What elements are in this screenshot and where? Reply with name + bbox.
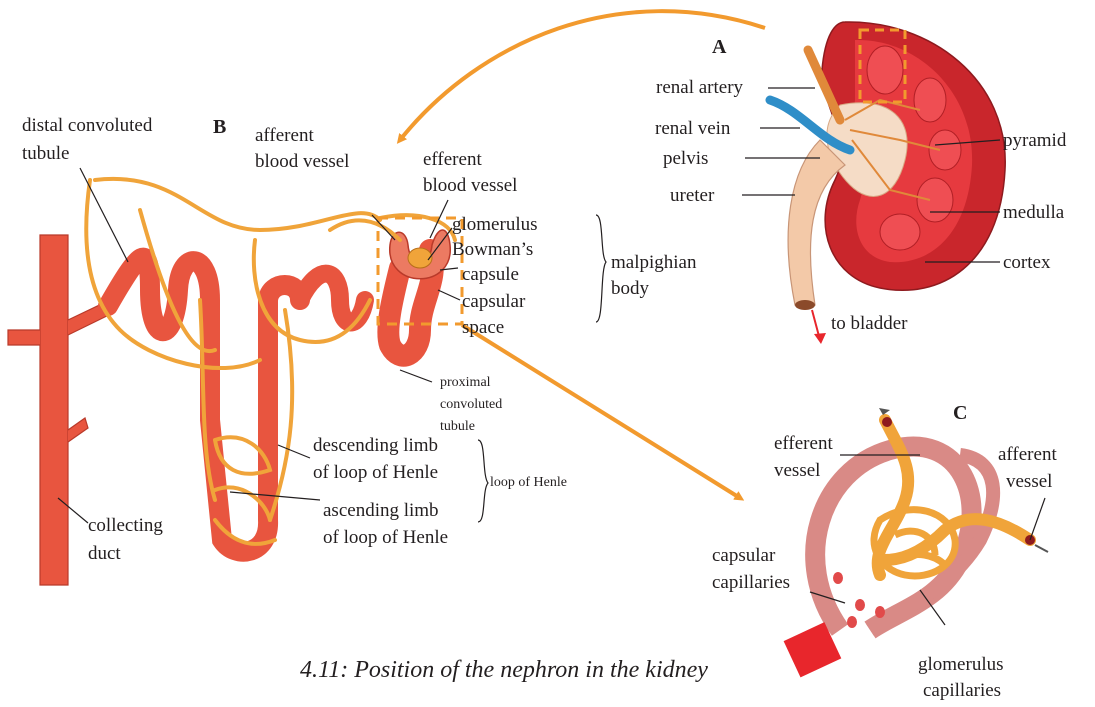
label-glomerulus: glomerulus <box>452 214 538 236</box>
glomerulus <box>408 248 432 268</box>
label-loop-of-henle: loop of Henle <box>490 474 567 491</box>
label-collecting-duct-1: collecting <box>88 515 163 537</box>
label-medulla: medulla <box>1003 202 1064 224</box>
arrow-nephron-to-glomerulus <box>462 325 740 498</box>
label-malpighian-body-2: body <box>611 278 649 300</box>
label-ureter: ureter <box>670 185 714 207</box>
panel-label-c: C <box>953 402 967 425</box>
label-cortex: cortex <box>1003 252 1050 274</box>
label-descending-limb-2: of loop of Henle <box>313 462 438 484</box>
nephron-illustration <box>8 179 462 585</box>
label-collecting-duct-2: duct <box>88 543 121 565</box>
label-afferent-vessel-2: vessel <box>1006 471 1052 493</box>
collecting-duct <box>40 235 68 585</box>
panel-label-b: B <box>213 116 226 139</box>
label-capsular-capillaries-1: capsular <box>712 545 775 567</box>
label-distal-convoluted-tubule-2: tubule <box>22 143 70 165</box>
label-ascending-limb-2: of loop of Henle <box>323 527 448 549</box>
label-afferent-blood-vessel-2: blood vessel <box>255 151 349 173</box>
label-distal-convoluted-tubule-1: distal convoluted <box>22 115 152 137</box>
label-efferent-vessel-1: efferent <box>774 433 833 455</box>
label-efferent-blood-vessel-1: efferent <box>423 149 482 171</box>
label-efferent-blood-vessel-2: blood vessel <box>423 175 517 197</box>
label-capsular-space-2: space <box>462 317 504 339</box>
label-bowmans-capsule-1: Bowman’s <box>452 239 533 261</box>
kidney-illustration <box>770 22 1005 344</box>
label-efferent-vessel-2: vessel <box>774 460 820 482</box>
label-proximal-1: proximal <box>440 374 491 391</box>
label-proximal-2: convoluted <box>440 396 502 413</box>
figure-caption: 4.11: Position of the nephron in the kid… <box>300 657 708 684</box>
label-renal-vein: renal vein <box>655 118 730 140</box>
label-proximal-3: tubule <box>440 418 475 435</box>
label-ascending-limb-1: ascending limb <box>323 500 439 522</box>
label-capsular-capillaries-2: capillaries <box>712 572 790 594</box>
label-glomerulus-capillaries-1: glomerulus <box>918 654 1004 676</box>
panel-label-a: A <box>712 36 726 59</box>
label-pelvis: pelvis <box>663 148 708 170</box>
label-bowmans-capsule-2: capsule <box>462 264 519 286</box>
label-malpighian-body-1: malpighian <box>611 252 696 274</box>
label-afferent-vessel-1: afferent <box>998 444 1057 466</box>
label-capsular-space-1: capsular <box>462 291 525 313</box>
label-to-bladder: to bladder <box>831 313 908 335</box>
label-glomerulus-capillaries-2: capillaries <box>923 680 1001 702</box>
capsule-wall <box>815 447 971 630</box>
label-pyramid: pyramid <box>1003 130 1066 152</box>
label-afferent-blood-vessel-1: afferent <box>255 125 314 147</box>
label-renal-artery: renal artery <box>656 77 743 99</box>
label-descending-limb-1: descending limb <box>313 435 438 457</box>
